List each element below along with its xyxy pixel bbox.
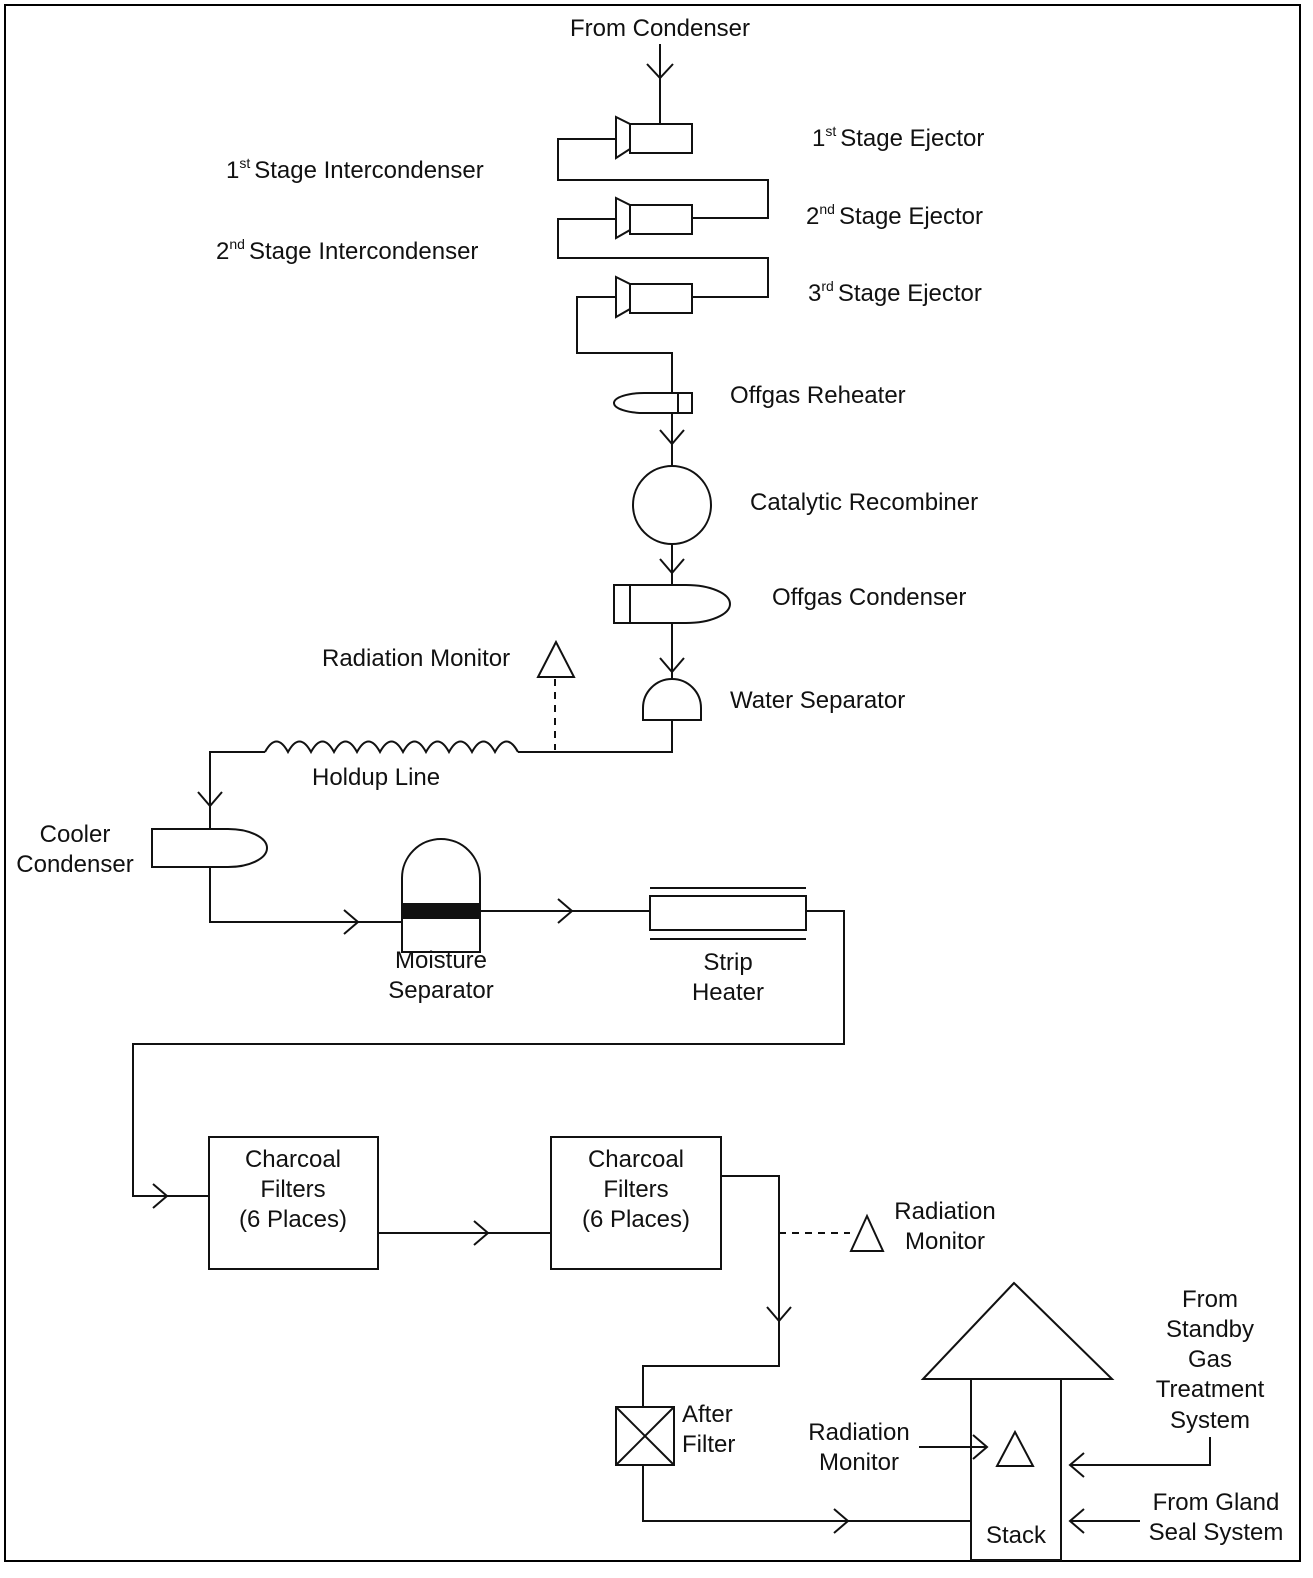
offgas-condenser-label: Offgas Condenser bbox=[772, 584, 966, 611]
gland-inlet-arrow bbox=[1068, 1508, 1085, 1534]
inlet-arrow bbox=[646, 44, 674, 80]
radiation-monitor-3-arrow bbox=[972, 1434, 989, 1460]
strip-heater-inlet-arrow bbox=[557, 898, 574, 924]
charcoal-filters-1 bbox=[208, 1136, 379, 1270]
after-filter-outlet-line bbox=[642, 1465, 971, 1522]
from-standby-label-1: From bbox=[1182, 1286, 1238, 1313]
intercondenser-2-line bbox=[557, 218, 769, 298]
cooler-outlet-line bbox=[209, 867, 402, 923]
strip-heater-outlet-line bbox=[132, 910, 845, 1197]
catalytic-recombiner-label: Catalytic Recombiner bbox=[750, 489, 978, 516]
from-standby-label-2: Standby bbox=[1166, 1316, 1254, 1343]
moisture-separator-label-1: Moisture bbox=[395, 947, 487, 974]
charcoal-filters-1-label-1: Charcoal bbox=[245, 1146, 341, 1173]
stack-label: Stack bbox=[986, 1522, 1047, 1549]
strip-heater bbox=[649, 887, 807, 940]
from-gland-label-2: Seal System bbox=[1149, 1519, 1284, 1546]
from-standby-label-3: Gas bbox=[1188, 1346, 1232, 1373]
diagram-frame bbox=[4, 4, 1301, 1562]
standby-inlet-arrow bbox=[1068, 1452, 1085, 1478]
offgas-reheater bbox=[613, 392, 693, 414]
water-separator bbox=[642, 678, 702, 721]
standby-inlet-line bbox=[1070, 1437, 1211, 1466]
stack bbox=[970, 1378, 1062, 1561]
after-filter-label-2: Filter bbox=[682, 1431, 735, 1458]
charcoal-2-inlet-arrow bbox=[473, 1220, 490, 1246]
holdup-line-label: Holdup Line bbox=[312, 764, 440, 791]
radiation-monitor-3-label-1: Radiation bbox=[808, 1419, 909, 1446]
moisture-separator-label-2: Separator bbox=[388, 977, 493, 1004]
from-standby-label-4: Treatment bbox=[1156, 1376, 1265, 1403]
after-filter-arrow bbox=[766, 1306, 792, 1323]
radiation-monitor-2-label-2: Monitor bbox=[905, 1228, 985, 1255]
from-standby-label-5: System bbox=[1170, 1407, 1250, 1434]
charcoal-filters-2 bbox=[550, 1136, 722, 1270]
charcoal-2-outlet-line bbox=[642, 1175, 780, 1407]
reheater-arrow bbox=[659, 413, 685, 446]
moisture-separator-inlet-arrow bbox=[343, 909, 360, 935]
radiation-monitor-1-label: Radiation Monitor bbox=[322, 645, 510, 672]
charcoal-filters-2-label-3: (6 Places) bbox=[582, 1206, 690, 1233]
from-gland-label-1: From Gland bbox=[1153, 1489, 1280, 1516]
catalytic-recombiner bbox=[632, 465, 712, 545]
stack-inlet-arrow bbox=[833, 1508, 850, 1534]
moisture-separator bbox=[401, 838, 481, 953]
cooler-condenser-label-1: Cooler bbox=[40, 821, 111, 848]
from-condenser-label: From Condenser bbox=[570, 15, 750, 42]
after-filter bbox=[615, 1406, 675, 1466]
radiation-monitor-1-icon bbox=[536, 639, 576, 678]
water-separator-outlet bbox=[518, 720, 673, 753]
radiation-monitor-2-label-1: Radiation bbox=[894, 1198, 995, 1225]
offgas-condenser bbox=[613, 584, 731, 624]
charcoal-filters-2-label-1: Charcoal bbox=[588, 1146, 684, 1173]
radiation-monitor-2-icon bbox=[849, 1213, 885, 1252]
strip-heater-label-2: Heater bbox=[692, 979, 764, 1006]
charcoal-1-inlet-arrow bbox=[152, 1183, 169, 1209]
ejector-1 bbox=[615, 115, 693, 160]
charcoal-filters-1-label-2: Filters bbox=[260, 1176, 325, 1203]
recombiner-arrow bbox=[659, 544, 685, 575]
ejector-2 bbox=[615, 196, 693, 240]
holdup-line bbox=[264, 740, 519, 755]
cooler-condenser-label-2: Condenser bbox=[16, 851, 133, 878]
ejector-3-outlet-line bbox=[576, 296, 673, 392]
water-separator-label: Water Separator bbox=[730, 687, 905, 714]
condenser-arrow bbox=[659, 623, 685, 674]
charcoal-filters-2-label-2: Filters bbox=[603, 1176, 668, 1203]
offgas-reheater-label: Offgas Reheater bbox=[730, 382, 906, 409]
radiation-monitor-3-label-2: Monitor bbox=[819, 1449, 899, 1476]
intercondenser-1-line bbox=[557, 138, 769, 219]
after-filter-label-1: After bbox=[682, 1401, 733, 1428]
radiation-monitor-3-icon bbox=[995, 1429, 1035, 1467]
holdup-line-return bbox=[209, 751, 265, 806]
cooler-condenser bbox=[151, 828, 268, 868]
stack-roof bbox=[920, 1281, 1115, 1380]
strip-heater-label-1: Strip bbox=[703, 949, 752, 976]
charcoal-filters-1-label-3: (6 Places) bbox=[239, 1206, 347, 1233]
ejector-3 bbox=[615, 275, 693, 319]
